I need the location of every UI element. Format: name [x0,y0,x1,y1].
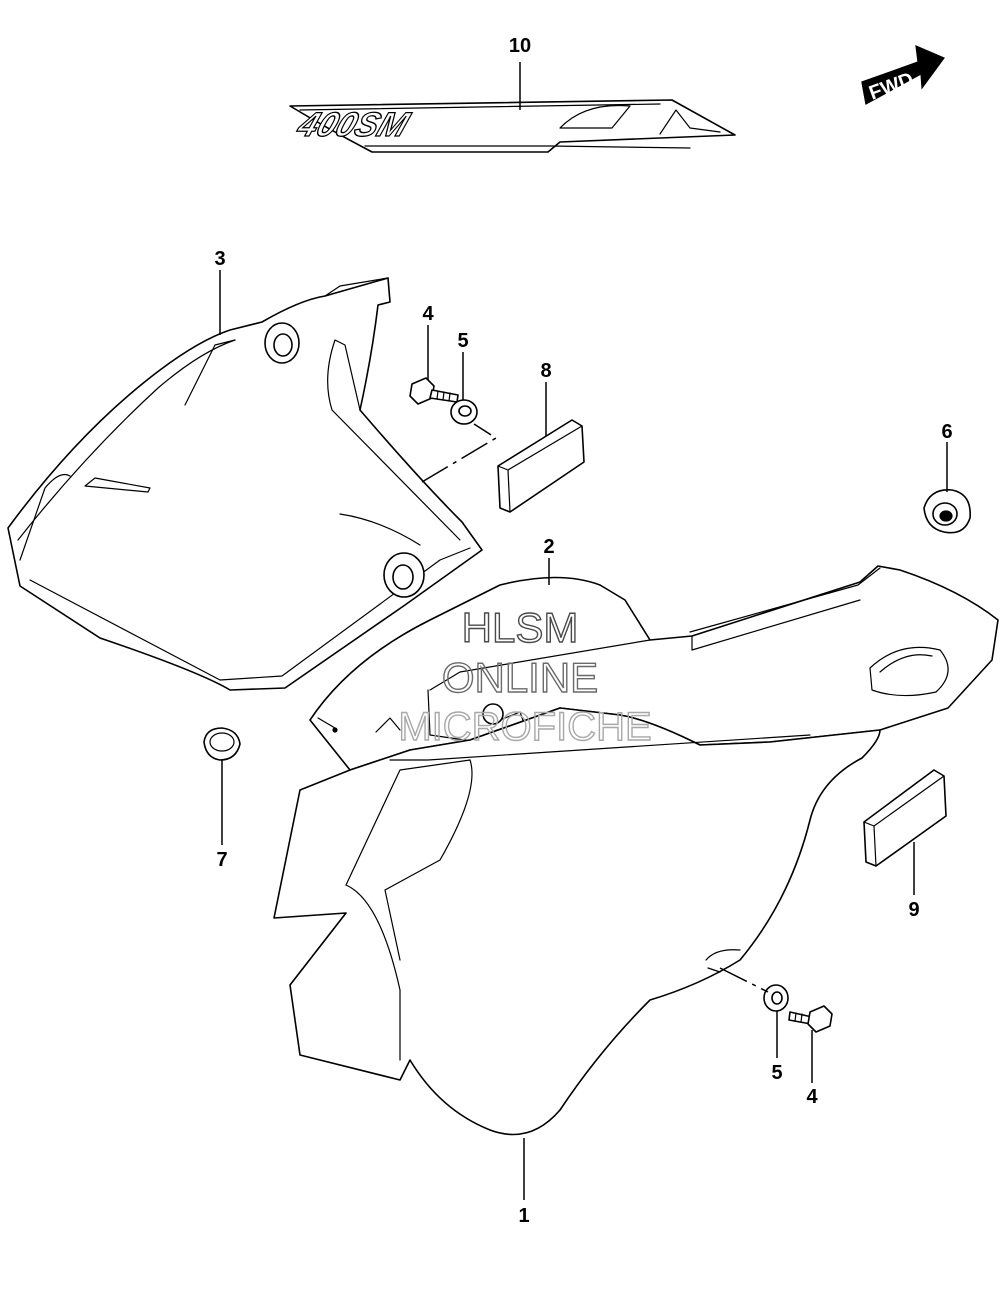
leader-lines [219,62,948,1200]
grommet-part-7[interactable] [203,727,241,761]
emblem-text: 400SM [292,106,415,144]
forward-arrow-icon: FWD [861,45,945,105]
emblem-decal-part-10[interactable]: 400SM [289,99,736,153]
callout-4-lower: 4 [806,1086,818,1108]
side-cover-part-3[interactable] [7,277,483,691]
bolt-part-4-upper[interactable] [409,377,459,405]
callout-labels: 10 3 4 5 8 6 2 7 9 5 4 1 [214,35,952,1227]
watermark-line-3: MICROFICHE [398,705,651,749]
bolt-part-4-lower[interactable] [788,1005,833,1033]
callout-8: 8 [540,360,551,382]
cushion-pad-part-9[interactable] [863,769,947,867]
watermark-line-1: HLSM [462,604,579,651]
callout-6: 6 [941,421,952,443]
callout-5-lower: 5 [771,1062,782,1084]
frame-cover-part-2[interactable] [309,565,999,771]
washer-part-5-lower[interactable] [763,984,789,1012]
callout-2: 2 [543,536,554,558]
fwd-label: FWD [866,68,916,104]
watermark-line-2: ONLINE [442,654,598,701]
callout-1: 1 [518,1205,529,1227]
cushion-pad-part-8[interactable] [497,419,585,513]
washer-part-5-upper[interactable] [450,399,478,425]
callout-5-upper: 5 [457,330,468,352]
callout-10: 10 [509,35,531,57]
callout-4-upper: 4 [422,303,434,325]
callout-7: 7 [216,849,227,871]
callout-3: 3 [214,248,225,270]
grommet-part-6[interactable] [923,489,971,534]
frame-cover-part-1[interactable] [273,707,881,1136]
watermark: HLSM ONLINE MICROFICHE [398,603,653,749]
callout-9: 9 [908,899,919,921]
